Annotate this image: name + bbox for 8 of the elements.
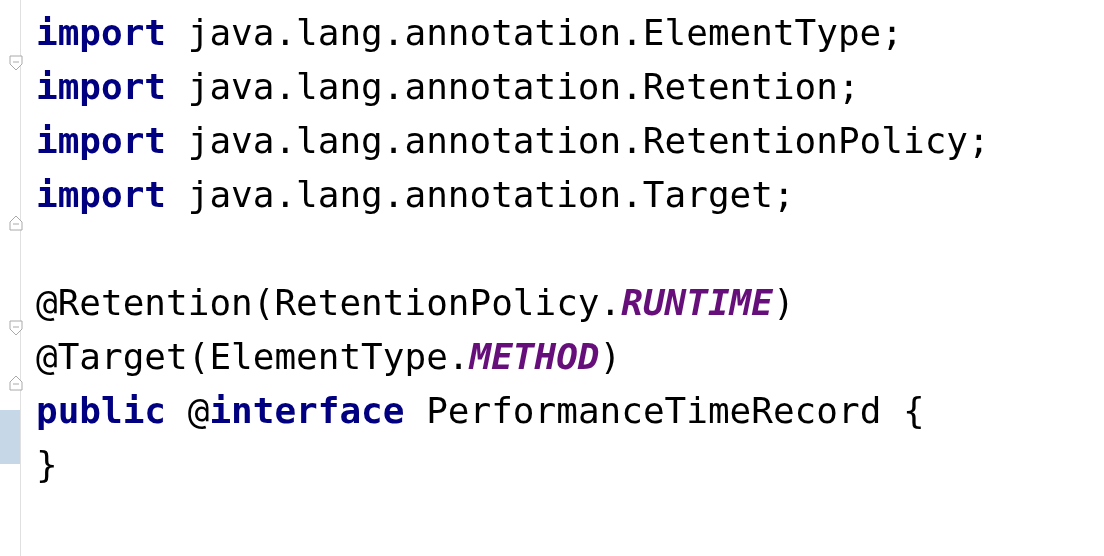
code-line: import java.lang.annotation.Retention; [36, 65, 860, 109]
code-line: @Target(ElementType.METHOD) [36, 335, 622, 379]
code-line: import java.lang.annotation.RetentionPolicy; [36, 119, 990, 163]
code-line: import java.lang.annotation.Target; [36, 173, 795, 217]
code-line: public @interface PerformanceTimeRecord { [36, 389, 925, 433]
code-line: @Retention(RetentionPolicy.RUNTIME) [36, 281, 795, 325]
code-line: } [36, 443, 58, 487]
code-line: import java.lang.annotation.ElementType; [36, 11, 903, 55]
